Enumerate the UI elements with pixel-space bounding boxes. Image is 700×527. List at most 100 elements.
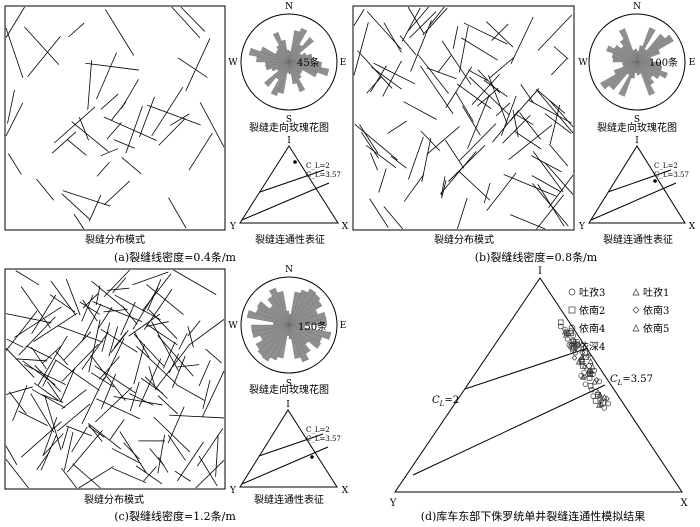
well-data-point bbox=[564, 336, 571, 342]
fracture-line bbox=[147, 104, 201, 126]
fracture-line bbox=[429, 6, 445, 26]
fracture-line bbox=[378, 168, 387, 193]
fracture-line bbox=[467, 94, 490, 149]
ternary-b: I Y X C_L=2 C_L=3.57 bbox=[578, 136, 696, 232]
fracture-line bbox=[390, 155, 407, 169]
fracture-line bbox=[101, 322, 111, 352]
ternary-point-c bbox=[310, 455, 314, 459]
fracture-line bbox=[125, 105, 143, 154]
well-data-point bbox=[596, 401, 603, 408]
fracture-line bbox=[528, 100, 572, 124]
fracture-line bbox=[544, 162, 574, 195]
fracture-line bbox=[215, 436, 219, 477]
fracture-line bbox=[158, 456, 169, 473]
fracture-line bbox=[157, 434, 166, 474]
fracture-line bbox=[33, 312, 78, 342]
legend-d: 吐孜3 吐孜1 依南2 依南3 依南4 依南5 依深4 bbox=[568, 286, 669, 353]
fracture-line bbox=[103, 180, 131, 206]
rose-petal bbox=[264, 61, 290, 87]
legend-symbol bbox=[632, 324, 640, 332]
fracture-line bbox=[199, 102, 225, 148]
fracture-line bbox=[148, 309, 178, 340]
fracture-line bbox=[44, 395, 62, 451]
fracture-line bbox=[369, 198, 389, 228]
fracture-line bbox=[111, 448, 142, 465]
fracture-line bbox=[43, 417, 58, 456]
fracture-line bbox=[67, 139, 87, 156]
rose-petal bbox=[288, 318, 327, 326]
fracture-line bbox=[173, 269, 217, 295]
fracture-line bbox=[180, 6, 206, 32]
fracture-map-a bbox=[4, 5, 226, 231]
fracture-line bbox=[399, 35, 417, 56]
fracture-line bbox=[370, 152, 378, 171]
fracture-line bbox=[22, 360, 56, 386]
compass-s-b: S bbox=[634, 115, 640, 125]
well-data-point bbox=[605, 400, 612, 407]
fracture-line bbox=[537, 89, 566, 114]
fracture-line bbox=[469, 76, 510, 116]
fracture-line bbox=[100, 93, 119, 110]
well-data-point bbox=[593, 377, 600, 383]
fracture-line bbox=[121, 79, 139, 109]
fracture-line bbox=[169, 414, 225, 419]
fracture-line bbox=[31, 346, 47, 370]
fracture-line bbox=[78, 117, 89, 141]
legend-symbols bbox=[568, 288, 640, 350]
fracture-line bbox=[486, 172, 517, 212]
fracture-line bbox=[187, 326, 194, 348]
fracture-line bbox=[66, 429, 103, 473]
ternary-label-b: 裂缝连通性表征 bbox=[603, 233, 673, 246]
fracture-line bbox=[129, 381, 140, 412]
fracture-line bbox=[103, 308, 128, 313]
fracture-line bbox=[91, 280, 127, 310]
fracture-line bbox=[177, 57, 208, 78]
fracture-line bbox=[142, 273, 172, 311]
panel-d: I Y X CL=2 CL=3.57 吐孜3 吐孜1 依南2 依南3 依南4 依… bbox=[389, 266, 689, 523]
fracture-line bbox=[188, 319, 225, 346]
well-data-point bbox=[595, 392, 601, 398]
fracture-line bbox=[196, 428, 224, 467]
rose-petal bbox=[636, 61, 656, 96]
fracture-line bbox=[421, 137, 432, 183]
fracture-line bbox=[97, 306, 113, 329]
fracture-line bbox=[403, 101, 437, 120]
compass-n-b: N bbox=[633, 2, 641, 12]
compass-e-c: E bbox=[340, 321, 347, 331]
cl2-label-d: CL=2 bbox=[432, 395, 459, 408]
legend-item-3: 依南2 bbox=[579, 304, 605, 317]
fracture-line bbox=[15, 270, 40, 286]
data-points-d bbox=[557, 319, 612, 411]
legend-item-4: 依南3 bbox=[643, 304, 669, 317]
fracture-line bbox=[133, 333, 165, 367]
fracture-line bbox=[198, 360, 211, 387]
well-data-point bbox=[581, 370, 587, 376]
fracture-line bbox=[508, 124, 553, 160]
fracture-line bbox=[112, 277, 127, 294]
fracture-line bbox=[407, 6, 425, 34]
fracture-line bbox=[448, 145, 486, 182]
caption-d: (d)库车东部下侏罗统单井裂缝连通性模拟结果 bbox=[421, 509, 646, 523]
panel-c: 裂缝分布模式 (c)裂缝线密度=1.2条/m N S W E 150条 裂缝走向… bbox=[4, 265, 349, 523]
rose-label-a: 裂缝走向玫瑰花图 bbox=[249, 121, 329, 134]
fracture-line bbox=[30, 393, 55, 433]
fracture-line bbox=[382, 60, 402, 97]
fracture-line bbox=[387, 120, 407, 134]
rose-petal bbox=[288, 324, 301, 359]
fracture-line bbox=[12, 385, 28, 422]
compass-e-b: E bbox=[689, 58, 696, 68]
fracture-line bbox=[112, 467, 147, 484]
fracture-line bbox=[143, 288, 173, 330]
legend-symbol bbox=[568, 306, 576, 314]
well-data-point bbox=[587, 358, 594, 364]
fracture-line bbox=[383, 206, 404, 230]
fracture-line bbox=[468, 69, 488, 81]
fracture-line bbox=[62, 190, 111, 207]
fracture-line bbox=[532, 151, 564, 193]
fracture-line bbox=[172, 355, 186, 388]
fracture-line bbox=[549, 104, 561, 144]
fracture-line bbox=[60, 368, 76, 401]
fracture-line bbox=[71, 426, 88, 453]
fracture-line bbox=[535, 89, 574, 134]
fracture-line bbox=[50, 280, 77, 316]
